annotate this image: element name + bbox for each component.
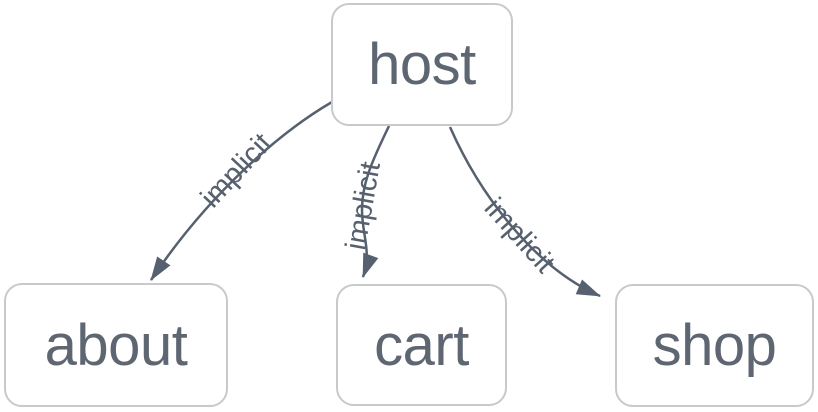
edge-host-cart [360,125,391,278]
edge-host-shop [448,126,601,298]
node-cart-label: cart [374,312,469,378]
node-host-label: host [368,32,476,97]
node-shop-label: shop [652,313,777,378]
edge-host-about [149,100,333,281]
node-host[interactable]: host [331,3,513,126]
node-about-label: about [44,312,188,378]
node-about[interactable]: about [4,283,228,407]
node-cart[interactable]: cart [336,284,507,406]
node-shop[interactable]: shop [615,284,814,407]
